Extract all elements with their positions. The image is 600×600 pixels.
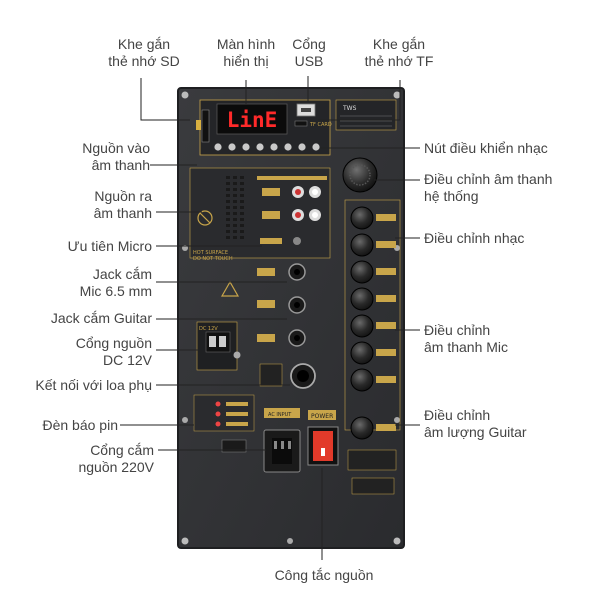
dc-12v-port[interactable]: DC 12V	[196, 321, 241, 371]
xlr-jack-icon[interactable]	[259, 363, 316, 389]
knob-icon[interactable]	[350, 287, 396, 311]
knob-icon[interactable]	[350, 341, 396, 365]
battery-led-indicators	[193, 394, 255, 432]
mic-jacks[interactable]	[257, 263, 306, 314]
sd-slot-icon[interactable]	[201, 109, 210, 143]
tf-card-text: TF CARD	[309, 122, 332, 128]
screw-icon	[393, 91, 401, 99]
screw-icon	[181, 91, 189, 99]
power-label-text: POWER	[311, 413, 333, 420]
knob-column	[344, 199, 401, 440]
tf-slot-icon[interactable]	[294, 120, 308, 127]
dc-label-text: DC 12V	[199, 326, 218, 332]
led-display	[216, 103, 288, 135]
label-mic-priority: Ưu tiên Micro	[67, 238, 152, 254]
music-control-buttons[interactable]	[214, 143, 320, 151]
tws-text: TWS	[342, 105, 357, 112]
badge-box	[351, 477, 395, 495]
warning-triangle-icon	[220, 280, 240, 297]
ac-input-text: AC INPUT	[268, 412, 292, 418]
no-touch-icon	[197, 210, 213, 226]
power-switch-icon[interactable]: POWER	[307, 410, 339, 466]
knob-icon[interactable]	[350, 206, 396, 230]
knob-icon[interactable]	[350, 233, 396, 257]
label-sub-speaker: Kết nối với loa phụ	[35, 377, 152, 393]
tws-module: TWS	[335, 99, 397, 131]
media-module: LinE TF CARD	[196, 99, 332, 156]
label-guitar-jack: Jack cắm Guitar	[50, 310, 152, 326]
label-battery-led: Đèn báo pin	[42, 417, 118, 433]
knob-icon[interactable]	[350, 368, 396, 392]
ac-socket-icon[interactable]: AC INPUT	[263, 408, 301, 473]
screw-icon	[182, 417, 188, 423]
mic-priority-switch[interactable]	[260, 238, 282, 244]
audio-io-module: HOT SURFACE DO NOT TOUCH	[189, 167, 331, 262]
knob-icon[interactable]	[350, 416, 396, 440]
do-not-touch-text: DO NOT TOUCH	[193, 256, 233, 262]
label-music-control-buttons: Nút điều khiển nhạc	[424, 140, 548, 156]
screw-icon	[394, 417, 400, 423]
callout-lines	[120, 76, 420, 560]
screw-icon	[181, 537, 189, 545]
hot-surface-text: HOT SURFACE	[193, 250, 228, 256]
knob-icon[interactable]	[350, 314, 396, 338]
system-volume-knob[interactable]	[342, 157, 378, 193]
knob-icon[interactable]	[350, 260, 396, 284]
guitar-jack[interactable]	[257, 329, 306, 347]
rca-jacks[interactable]	[257, 176, 327, 221]
label-power-switch: Công tắc nguồn	[274, 567, 374, 583]
label-music-adjust: Điều chỉnh nhạc	[424, 230, 525, 246]
logo-box	[347, 449, 397, 471]
fuse-holder	[221, 439, 247, 453]
screw-icon	[287, 538, 293, 544]
screw-icon	[393, 537, 401, 545]
vent-grille	[226, 176, 244, 239]
display-text: LinE	[227, 108, 278, 132]
